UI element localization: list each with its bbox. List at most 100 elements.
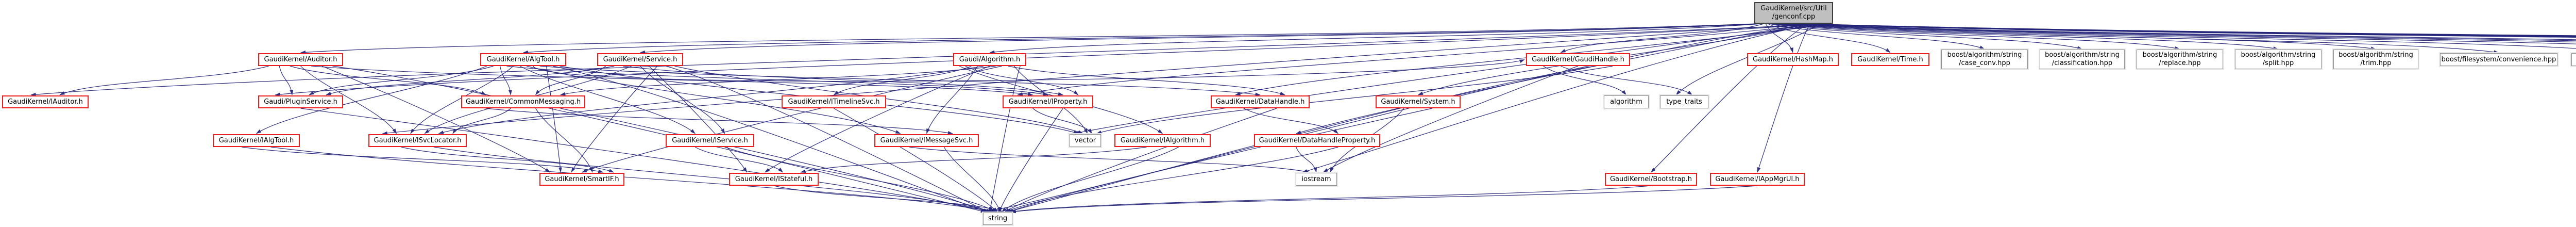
node-ialgtool[interactable]: GaudiKernel/IAlgTool.h (213, 134, 300, 147)
edge-auditor-to-isvclocator (300, 66, 397, 134)
edge-root-to-iostream (1302, 23, 1816, 173)
edge-isvclocator-to-smartif (401, 147, 615, 173)
edge-datahandleprop-to-string (1005, 147, 1338, 213)
edge-ialgtool-to-smartif (242, 147, 604, 173)
edge-algorithm_h-to-commonmessaging (560, 66, 996, 96)
edge-algtool-to-imessagesvc (526, 66, 901, 134)
node-gaudihandle[interactable]: GaudiKernel/GaudiHandle.h (1526, 53, 1630, 66)
node-istateful[interactable]: GaudiKernel/IStateful.h (729, 173, 819, 186)
node-datahandle[interactable]: GaudiKernel/DataHandle.h (1211, 95, 1310, 108)
node-trim: boost/algorithm/string /trim.hpp (2333, 50, 2418, 69)
node-system[interactable]: GaudiKernel/System.h (1376, 95, 1461, 108)
node-iauditor[interactable]: GaudiKernel/IAuditor.h (2, 95, 89, 108)
node-algtool[interactable]: GaudiKernel/AlgTool.h (480, 53, 566, 66)
edge-auditor-to-iauditor (59, 66, 269, 95)
edge-ialgorithm-to-istateful (800, 147, 1147, 173)
node-classification: boost/algorithm/string /classification.h… (2040, 50, 2125, 69)
edge-root-to-sstream (1806, 23, 2576, 36)
edge-service-to-iproperty (623, 66, 1063, 96)
node-fs_exception: boost/filesystem/exception.hpp (2571, 53, 2576, 66)
node-vector: vector (1070, 134, 1101, 147)
node-replace: boost/algorithm/string /replace.hpp (2137, 50, 2223, 69)
node-smartif[interactable]: GaudiKernel/SmartIF.h (539, 173, 624, 186)
edge-ialgorithm-to-string (1001, 147, 1179, 213)
edge-algtool-to-gaudihandle (533, 59, 1525, 82)
edge-iservice-to-string (724, 147, 997, 213)
edge-root-to-datahandleprop (1296, 23, 1812, 134)
edge-datahandle-to-datahandleprop (1243, 108, 1338, 134)
edge-algtool-to-ialgtool (256, 66, 487, 134)
edge-root-to-gaudihandle (1560, 23, 1764, 53)
node-iservice[interactable]: GaudiKernel/IService.h (666, 134, 754, 147)
edge-service-to-commonmessaging (535, 66, 606, 95)
edge-root-to-iappmgrui (1757, 23, 1810, 173)
edge-commonmessaging-to-smartif (535, 108, 593, 173)
edge-imessagesvc-to-string (943, 147, 1001, 213)
edge-algtool-to-isvclocator (410, 66, 514, 134)
edge-service-to-iservice (640, 66, 725, 134)
edge-iservice-to-istateful (695, 147, 783, 173)
edge-iproperty-to-string (998, 108, 1063, 213)
edge-service-to-istateful (648, 66, 748, 173)
edge-algtool-to-string (553, 66, 988, 213)
node-iappmgrui[interactable]: GaudiKernel/IAppMgrUI.h (1710, 173, 1805, 186)
edge-root-to-auditor (300, 23, 1756, 54)
edge-commonmessaging-to-imessagesvc (486, 108, 953, 135)
node-isvclocator[interactable]: GaudiKernel/ISvcLocator.h (368, 134, 467, 147)
edge-imessagesvc-to-iostream (909, 147, 1310, 173)
node-algorithm_h[interactable]: Gaudi/Algorithm.h (953, 53, 1026, 66)
edge-algorithm_h-to-imessagesvc (926, 66, 978, 134)
node-type_traits: type_traits (1660, 95, 1708, 108)
node-time[interactable]: GaudiKernel/Time.h (1851, 53, 1929, 66)
edge-root-to-log_core (1785, 23, 2576, 42)
edge-algorithm_h-to-datahandle (1008, 66, 1285, 95)
edge-algtool-to-smartif (546, 66, 562, 173)
edge-iappmgrui-to-string (1010, 185, 1758, 214)
node-ialgorithm[interactable]: GaudiKernel/IAlgorithm.h (1114, 134, 1211, 147)
node-pluginservice[interactable]: Gaudi/PluginService.h (258, 95, 343, 108)
edge-algorithm_h-to-istateful (765, 66, 990, 173)
edge-gaudihandle-to-vector (1096, 66, 1613, 134)
edge-algtool-to-commonmessaging (499, 66, 512, 95)
edge-algorithm_h-to-string (989, 66, 1021, 213)
edge-datahandleprop-to-iostream (1296, 147, 1317, 173)
edge-root-to-common_attrs (1790, 23, 2576, 38)
node-service[interactable]: GaudiKernel/Service.h (597, 53, 683, 66)
edge-system-to-string (1008, 108, 1433, 213)
edge-commonmessaging-to-isvclocator (452, 108, 511, 134)
edge-root-to-iauditor (30, 23, 1827, 96)
node-split: boost/algorithm/string /split.hpp (2235, 50, 2321, 69)
node-datahandleprop[interactable]: GaudiKernel/DataHandleProperty.h (1254, 134, 1380, 147)
node-auditor[interactable]: GaudiKernel/Auditor.h (258, 53, 343, 66)
node-hashmap[interactable]: GaudiKernel/HashMap.h (1747, 53, 1839, 66)
node-iproperty[interactable]: GaudiKernel/IProperty.h (1003, 95, 1093, 108)
edge-algorithm_h-to-isvclocator (438, 66, 984, 134)
edge-itimelinesvc-to-string (834, 108, 998, 213)
node-imessagesvc[interactable]: GaudiKernel/IMessageSvc.h (874, 134, 979, 147)
edge-root-to-algtool (522, 23, 1758, 54)
node-iostream: iostream (1296, 173, 1337, 186)
node-convenience: boost/filesystem/convenience.hpp (2440, 53, 2557, 66)
edge-auditor-to-iproperty (311, 66, 1033, 96)
edge-iproperty-to-vector (1032, 108, 1093, 134)
edge-root-to-convenience (1779, 23, 2499, 54)
node-itimelinesvc[interactable]: GaudiKernel/ITimelineSvc.h (782, 95, 886, 108)
edge-algorithm_h-to-smartif (581, 66, 1002, 173)
edge-root-to-operations (1783, 23, 2576, 44)
edge-root-to-log_trivial (1789, 23, 2576, 40)
edge-gaudihandle-to-iostream (1323, 66, 1579, 173)
edge-root-to-string (984, 23, 1818, 213)
node-algorithm_std: algorithm (1604, 95, 1649, 108)
edge-istateful-to-string (773, 185, 1004, 213)
edge-root-to-isvclocator (382, 23, 1826, 135)
node-bootstrap[interactable]: GaudiKernel/Bootstrap.h (1605, 173, 1697, 186)
node-case_conv: boost/algorithm/string /case_conv.hpp (1941, 50, 2028, 69)
edge-gaudihandle-to-algorithm_std (1543, 66, 1626, 95)
node-commonmessaging[interactable]: GaudiKernel/CommonMessaging.h (461, 95, 585, 108)
edge-root-to-vector (1074, 23, 1832, 135)
edge-root-to-replace (1773, 23, 2180, 50)
edge-root-to-fs_exception (1781, 23, 2576, 49)
edge-service-to-string (666, 66, 989, 213)
